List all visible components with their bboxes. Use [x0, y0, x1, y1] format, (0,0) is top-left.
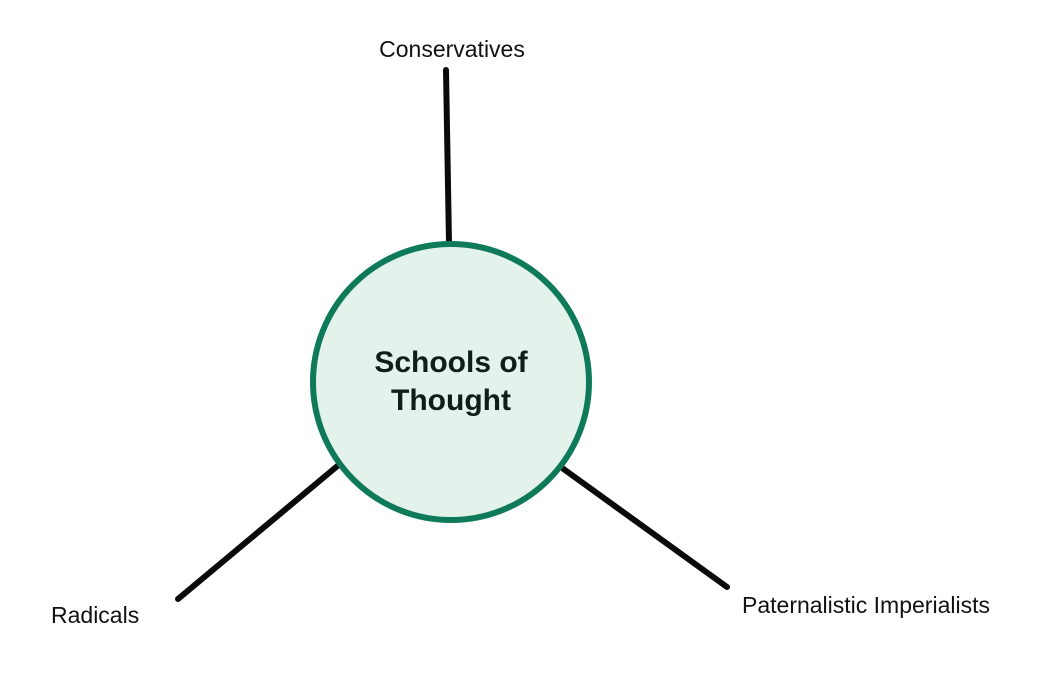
branch-label-conservatives: Conservatives	[379, 36, 525, 62]
branch-label-paternalistic-imperialists: Paternalistic Imperialists	[742, 592, 990, 618]
branch-label-radicals: Radicals	[51, 602, 139, 628]
center-node-title-line1: Schools of	[374, 346, 528, 379]
connector-radicals	[175, 460, 344, 602]
center-node-circle	[310, 241, 592, 523]
connector-conservatives	[443, 67, 452, 246]
connector-paternalistic-imperialists	[555, 462, 730, 590]
center-node-title-line2: Thought	[391, 384, 511, 417]
